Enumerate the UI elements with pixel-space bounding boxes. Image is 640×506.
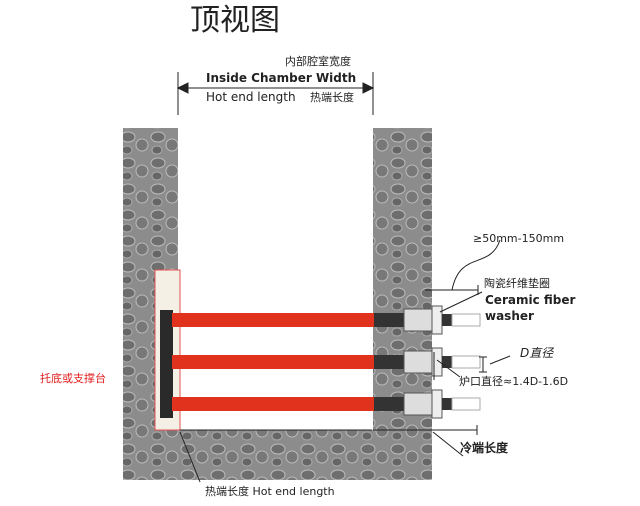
- hot-end-label-cn: 热端长度: [310, 91, 354, 104]
- washer-label-cn: 陶瓷纤维垫圈: [484, 277, 550, 290]
- heating-rod: [172, 305, 481, 335]
- width-label-cn: 内部腔室宽度: [285, 55, 351, 68]
- annotation-lines: [179, 239, 511, 483]
- dimension-width: [176, 72, 375, 115]
- width-label-en: Inside Chamber Width: [206, 71, 357, 85]
- support-label: 托底或支撑台: [40, 372, 106, 385]
- heating-rod: [172, 389, 481, 419]
- bottom-hot-end-label: 热端长度 Hot end length: [205, 485, 335, 498]
- distance-label: ≥50mm-150mm: [473, 232, 565, 245]
- washer-label-en2: washer: [485, 309, 534, 323]
- cold-end-label: 冷端长度: [460, 441, 509, 455]
- furnace-wall: [123, 128, 432, 480]
- heating-rods: [172, 305, 481, 419]
- diameter-label: D直径: [520, 346, 554, 360]
- hot-end-label-en: Hot end length: [206, 90, 296, 104]
- heating-rod: [172, 347, 481, 377]
- page-title: 顶视图: [190, 3, 280, 38]
- washer-label-en1: Ceramic fiber: [485, 293, 576, 307]
- hole-diameter-label: 炉口直径≈1.4D-1.6D: [459, 375, 569, 388]
